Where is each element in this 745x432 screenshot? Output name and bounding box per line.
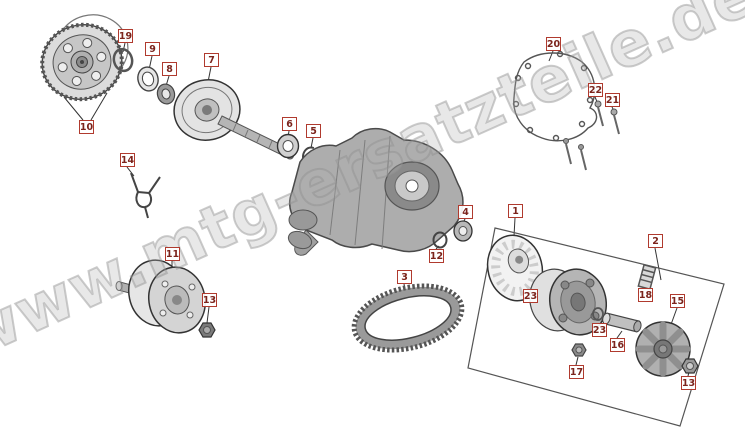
part-label-15: 15	[670, 294, 685, 308]
part-label-20: 20	[546, 37, 561, 51]
gasket-bolts	[563, 138, 587, 171]
part-label-5: 5	[306, 124, 321, 138]
part-10-clutch-gear-assembly	[40, 14, 129, 102]
part-label-12: 12	[429, 249, 444, 263]
part-label-13-right: 13	[681, 376, 696, 390]
movable-drive-face	[529, 268, 607, 336]
part-20-gasket	[512, 50, 598, 142]
part-15-fan	[635, 321, 691, 377]
part-label-21: 21	[605, 93, 620, 107]
part-label-8: 8	[162, 62, 177, 76]
part-11-driven-pulley	[115, 259, 206, 334]
part-6-bearing	[276, 133, 300, 159]
part-7-clutch-bell	[173, 79, 295, 160]
part-19-washer	[112, 47, 134, 73]
part-label-9: 9	[145, 42, 160, 56]
part-label-1: 1	[508, 204, 523, 218]
part-label-22: 22	[588, 83, 603, 97]
part-17-nut	[571, 343, 587, 357]
part-label-3: 3	[397, 270, 412, 284]
part-4-bearing	[453, 220, 473, 242]
part-label-16: 16	[610, 338, 625, 352]
part-label-10: 10	[79, 120, 94, 134]
part-13-nut-right	[681, 358, 699, 374]
part-3-ring-gear	[351, 283, 465, 353]
part-label-2: 2	[648, 234, 663, 248]
part-label-14: 14	[120, 153, 135, 167]
part-1-drive-face	[486, 234, 544, 302]
part-label-23-right: 23	[592, 323, 607, 337]
part-14-shift-fork	[130, 172, 161, 219]
part-label-6: 6	[282, 117, 297, 131]
part-label-18: 18	[638, 288, 653, 302]
part-label-17: 17	[569, 365, 584, 379]
part-label-19: 19	[118, 29, 133, 43]
part-label-11: 11	[165, 247, 180, 261]
part-12-washer	[432, 231, 448, 249]
part-label-7: 7	[204, 53, 219, 67]
part-16-bushing	[602, 312, 642, 333]
part-label-13-left: 13	[202, 293, 217, 307]
part-18-spring	[637, 263, 657, 291]
part-23-washer-right	[592, 307, 604, 321]
part-8-bearing	[156, 83, 176, 105]
part-label-23-left: 23	[523, 289, 538, 303]
part-9-ring	[137, 66, 159, 92]
part-21-bolt	[610, 108, 620, 135]
part-label-4: 4	[458, 205, 473, 219]
part-13-nut-left	[198, 322, 216, 338]
part-22-bolt	[594, 100, 604, 127]
